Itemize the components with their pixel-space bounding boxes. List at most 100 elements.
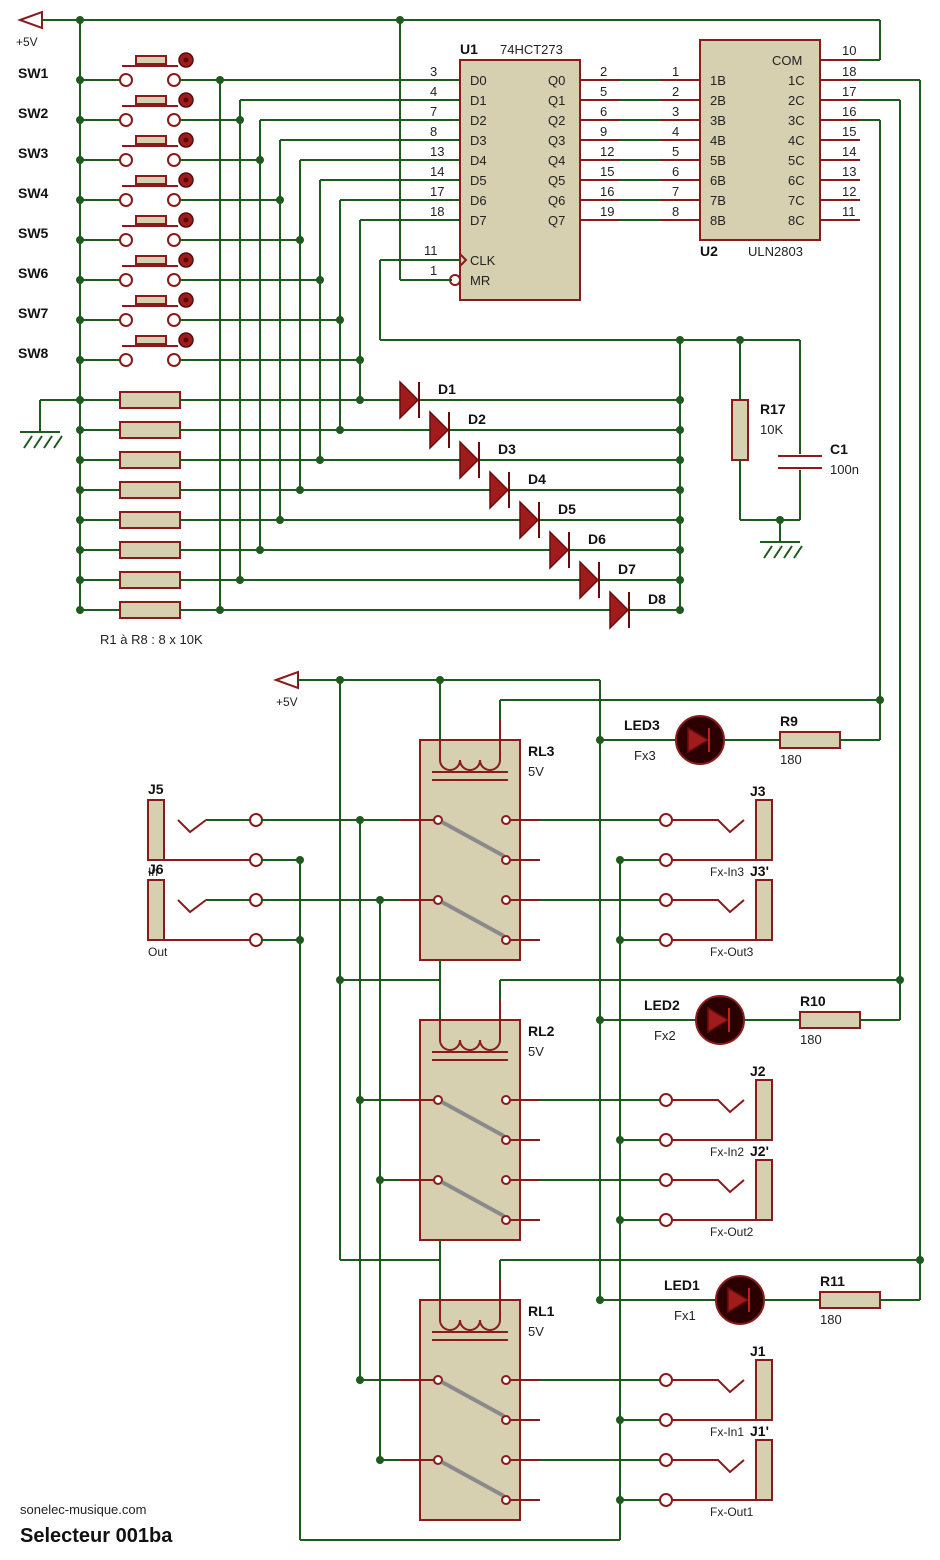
- jack-ref-0: J3: [750, 783, 766, 799]
- led-ref-3: LED1: [664, 1277, 700, 1293]
- u1-clk: CLK: [470, 253, 496, 268]
- led-label-1: Fx3: [634, 748, 656, 763]
- u1-pin-2: 2: [600, 64, 607, 79]
- led-res-val-1: 180: [780, 752, 802, 767]
- jack-j6: J6: [148, 861, 164, 877]
- diode-label-8: D8: [648, 591, 666, 607]
- led-res-ref-3: R11: [820, 1273, 845, 1289]
- u2-5b: 5B: [710, 153, 726, 168]
- r17-c1: R17 10K C1 100n: [379, 259, 859, 559]
- u2-pin-17: 17: [842, 84, 856, 99]
- u2-3c: 3C: [788, 113, 805, 128]
- u2-uln2803: U2 ULN2803 11B22B33B44B55B66B77B88BCOM10…: [672, 39, 921, 1300]
- relay-rl1: [419, 1299, 521, 1521]
- u1-q7: Q7: [548, 213, 565, 228]
- u1-pin-15: 15: [600, 164, 614, 179]
- website-label: sonelec-musique.com: [20, 1502, 146, 1517]
- jack-body-1: [755, 879, 773, 941]
- jack-j5: J5: [148, 781, 164, 797]
- u2-1c: 1C: [788, 73, 805, 88]
- r17-ref: R17: [760, 401, 786, 417]
- u2-4b: 4B: [710, 133, 726, 148]
- u2-4c: 4C: [788, 133, 805, 148]
- relay-value-3: 5V: [528, 1324, 544, 1339]
- diode-d8: [609, 590, 630, 630]
- u1-pin-16: 16: [600, 184, 614, 199]
- diode-d2: [429, 410, 450, 450]
- u1-pin-4: 4: [430, 84, 437, 99]
- jack-body-3: [755, 1159, 773, 1221]
- jack-label-0: Fx-In3: [710, 865, 744, 879]
- resistor-r9: [779, 731, 841, 749]
- u1-ref: U1: [460, 41, 478, 57]
- switch-label-5: SW5: [18, 225, 49, 241]
- u1-d0: D0: [470, 73, 487, 88]
- jack-body-4: [755, 1359, 773, 1421]
- u2-pin-15: 15: [842, 124, 856, 139]
- resistor-r5: [119, 511, 181, 529]
- switch-label-4: SW4: [18, 185, 49, 201]
- switch-label-2: SW2: [18, 105, 49, 121]
- u2-pin-14: 14: [842, 144, 856, 159]
- ground-left: [20, 399, 80, 449]
- u2-3b: 3B: [710, 113, 726, 128]
- u2-pin-11: 11: [842, 204, 856, 219]
- u1-pin-6: 6: [600, 104, 607, 119]
- relay-section: RL35VRL25VRL15VLED3Fx3R9180LED2Fx2R10180…: [147, 680, 924, 1541]
- jack-body-0: [755, 799, 773, 861]
- diode-d6: [549, 530, 570, 570]
- u1-pin-19: 19: [600, 204, 614, 219]
- u1-pin-9: 9: [600, 124, 607, 139]
- u2-7b: 7B: [710, 193, 726, 208]
- u2-pin-8: 8: [672, 204, 679, 219]
- relay-value-2: 5V: [528, 1044, 544, 1059]
- resistor-r11: [819, 1291, 881, 1309]
- c1-ref: C1: [830, 441, 848, 457]
- switch-label-6: SW6: [18, 265, 49, 281]
- led-label-3: Fx1: [674, 1308, 696, 1323]
- resistor-bank-label: R1 à R8 : 8 x 10K: [100, 632, 203, 647]
- resistor-r3: [119, 451, 181, 469]
- diode-d1: [399, 380, 420, 420]
- u2-8b: 8B: [710, 213, 726, 228]
- u1-pin-clk-num: 11: [424, 243, 438, 258]
- jack-label-2: Fx-In2: [710, 1145, 744, 1159]
- u1-74hct273: U1 74HCT273 3D04D17D28D313D414D517D618D7…: [424, 41, 700, 301]
- u1-pin-14: 14: [430, 164, 444, 179]
- u1-d7: D7: [470, 213, 487, 228]
- led-res-ref-2: R10: [800, 993, 826, 1009]
- u2-pin-7: 7: [672, 184, 679, 199]
- u1-q3: Q3: [548, 133, 565, 148]
- u2-pin-6: 6: [672, 164, 679, 179]
- u2-8c: 8C: [788, 213, 805, 228]
- u1-pin-17: 17: [430, 184, 444, 199]
- diode-d7: [579, 560, 600, 600]
- diode-d3: [459, 440, 480, 480]
- u1-d4: D4: [470, 153, 487, 168]
- resistor-r4: [119, 481, 181, 499]
- u1-pin-18: 18: [430, 204, 444, 219]
- u1-d1: D1: [470, 93, 487, 108]
- u2-pin-18: 18: [842, 64, 856, 79]
- u1-d3: D3: [470, 133, 487, 148]
- u1-d6: D6: [470, 193, 487, 208]
- u1-q1: Q1: [548, 93, 565, 108]
- resistor-r1: [119, 391, 181, 409]
- led-ref-2: LED2: [644, 997, 680, 1013]
- u1-pin-mr-num: 1: [430, 263, 437, 278]
- u2-2b: 2B: [710, 93, 726, 108]
- resistor-r6: [119, 541, 181, 559]
- jack-ref-3: J2': [750, 1143, 769, 1159]
- led-res-ref-1: R9: [780, 713, 798, 729]
- u2-pin-1: 1: [672, 64, 679, 79]
- diode-d4: [489, 470, 510, 510]
- u2-pin-3: 3: [672, 104, 679, 119]
- led-ref-1: LED3: [624, 717, 660, 733]
- u1-pin-13: 13: [430, 144, 444, 159]
- diode-label-7: D7: [618, 561, 636, 577]
- u2-pin-13: 13: [842, 164, 856, 179]
- supply-bottom: +5V: [273, 670, 601, 1300]
- relay-value-1: 5V: [528, 764, 544, 779]
- u2-1b: 1B: [710, 73, 726, 88]
